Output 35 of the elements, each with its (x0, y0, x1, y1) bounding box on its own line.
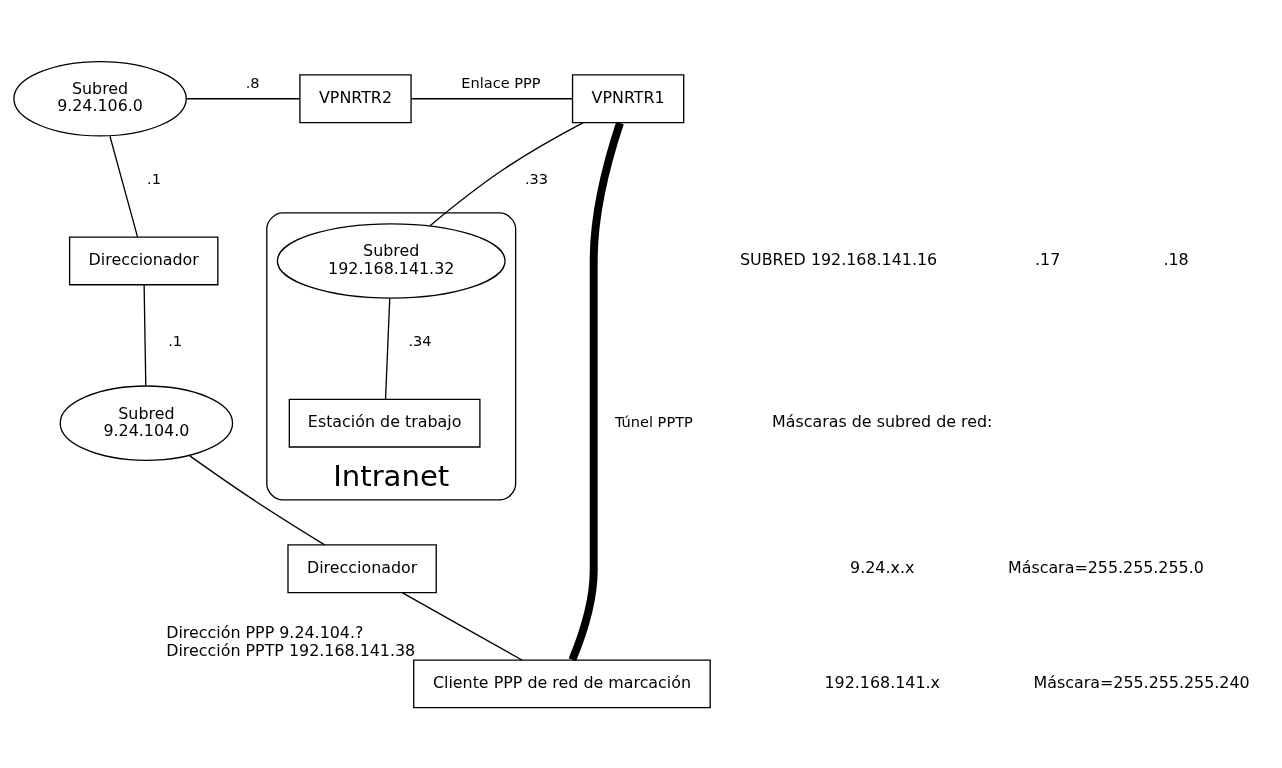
connector (143, 283, 147, 386)
label: .18 (1163, 249, 1189, 269)
label: 9.24.x.x (850, 557, 915, 577)
node-ellipse: Subred 192.168.141.32 (276, 222, 506, 299)
connector (429, 121, 584, 226)
node-box: Estación de trabajo (288, 398, 481, 448)
edge-label: .34 (408, 331, 432, 349)
node-box: Cliente PPP de red de marcación (413, 658, 711, 708)
connector (109, 135, 139, 238)
connector (410, 97, 574, 99)
edge-label: Túnel PPTP (614, 412, 693, 430)
node-ellipse: Subred 9.24.106.0 (13, 60, 187, 137)
node-box: Direccionador (287, 543, 437, 593)
edge-label: .1 (168, 331, 183, 349)
connector (384, 297, 391, 400)
node-label: Dirección PPTP 192.168.141.38 (166, 640, 416, 660)
node-box: VPNRTR2 (299, 73, 412, 123)
edge-label: Enlace PPP (461, 73, 541, 91)
node-ellipse: Subred 9.24.104.0 (59, 384, 234, 461)
label: .17 (1035, 249, 1061, 269)
edge-label: .1 (147, 169, 161, 187)
node-box: VPNRTR1 (571, 73, 685, 123)
node-box: Direccionador (68, 235, 219, 285)
node-label: Dirección PPP 9.24.104.? (166, 622, 364, 642)
label: Máscara=255.255.255.240 (1033, 672, 1250, 692)
edge-label: .33 (524, 169, 549, 187)
label: SUBRED 192.168.141.16 (739, 249, 938, 269)
connector (189, 454, 326, 545)
connector (568, 121, 624, 661)
label: Máscaras de subred de red: (772, 411, 993, 431)
connector (185, 97, 301, 99)
label: 192.168.141.x (824, 672, 940, 692)
label: Máscara=255.255.255.0 (1007, 557, 1204, 577)
edge-label: .8 (245, 73, 260, 91)
connector (401, 591, 523, 661)
